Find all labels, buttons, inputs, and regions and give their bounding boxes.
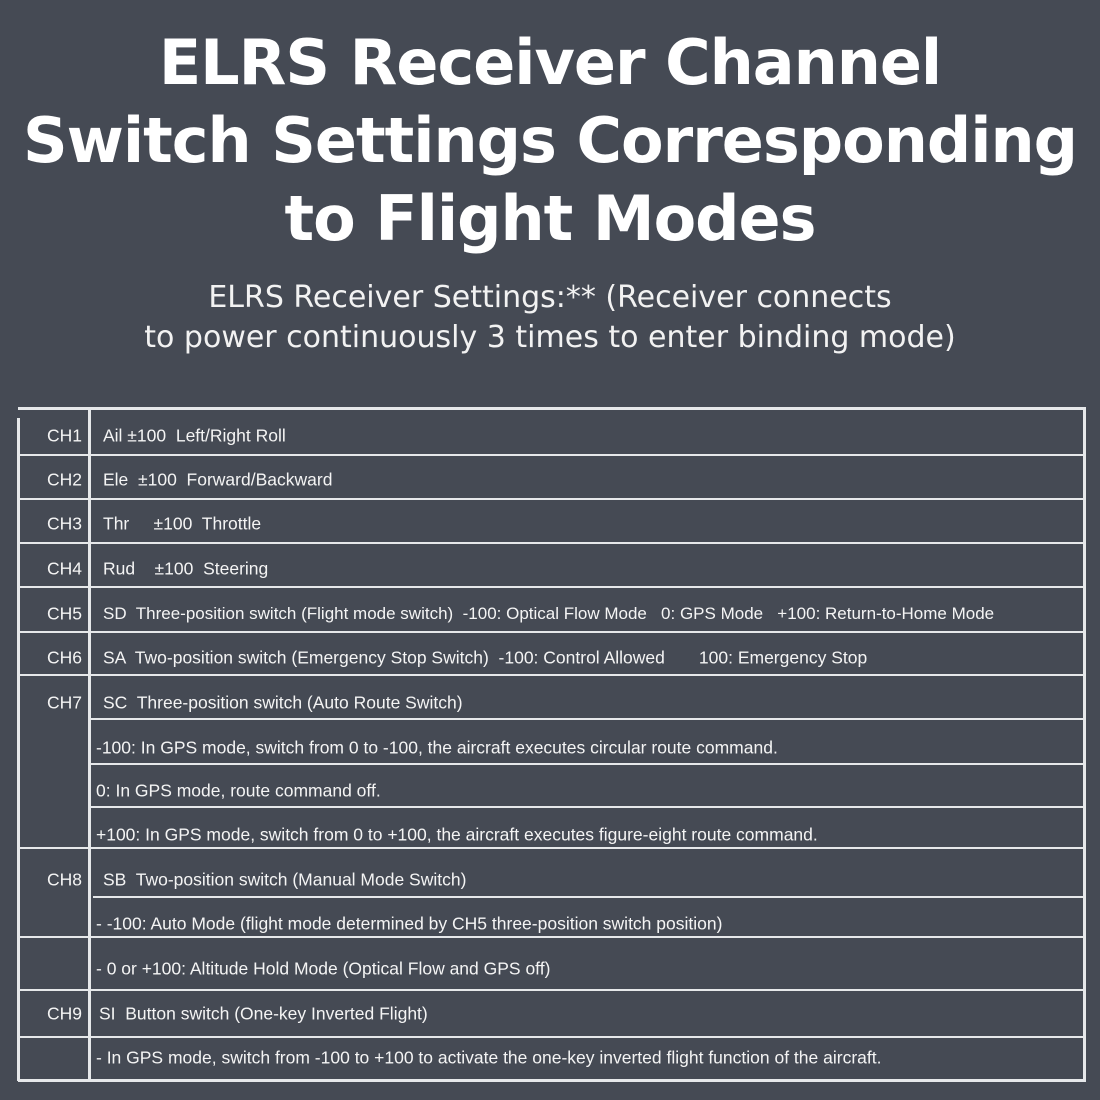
row-divider [91,718,1086,720]
row-divider [18,989,1086,991]
subtitle: ELRS Receiver Settings:** (Receiver conn… [0,278,1100,358]
row-divider [18,847,1086,849]
title-line-3: to Flight Modes [284,182,816,255]
title-line-2: Switch Settings Corresponding [22,104,1078,177]
channel-description: Rud ±100 Steering [103,558,269,579]
channel-label: CH1 [46,425,82,446]
row-divider [18,586,1086,588]
row-divider [18,1036,1086,1038]
channel-label: CH4 [46,558,82,579]
channel-label: CH8 [46,869,82,890]
channel-label: CH7 [46,692,82,713]
channel-description: SA Two-position switch (Emergency Stop S… [103,647,868,668]
channel-detail: - 0 or +100: Altitude Hold Mode (Optical… [96,958,551,979]
channel-description: SD Three-position switch (Flight mode sw… [103,604,995,623]
subtitle-line-1: ELRS Receiver Settings:** (Receiver conn… [208,280,892,315]
row-divider [18,631,1086,633]
channel-detail: - -100: Auto Mode (flight mode determine… [96,913,723,934]
table-border-top [18,407,1086,410]
page-title: ELRS Receiver Channel Switch Settings Co… [0,24,1100,258]
channel-detail: - In GPS mode, switch from -100 to +100 … [96,1047,882,1068]
channel-label: CH3 [46,513,82,534]
channel-description: Thr ±100 Throttle [103,513,262,534]
channel-description: SI Button switch (One-key Inverted Fligh… [99,1003,428,1024]
channel-description: Ele ±100 Forward/Backward [103,469,333,490]
table-border-right [1083,408,1086,1081]
row-divider [18,454,1086,456]
channel-description: Ail ±100 Left/Right Roll [103,425,286,446]
row-divider [91,763,1086,765]
table-border-bottom [18,1079,1086,1082]
channel-description: SB Two-position switch (Manual Mode Swit… [103,869,467,890]
column-divider [88,408,91,1081]
channel-label: CH5 [46,603,82,624]
channel-description: SC Three-position switch (Auto Route Swi… [103,692,463,713]
table-border-left [17,418,20,1081]
row-divider [18,936,1086,938]
row-divider [91,806,1086,808]
channel-label: CH9 [46,1003,82,1024]
row-divider [93,896,1086,898]
channel-label: CH2 [46,469,82,490]
row-divider [18,498,1086,500]
subtitle-line-2: to power continuously 3 times to enter b… [144,320,956,355]
row-divider [18,542,1086,544]
channel-detail: 0: In GPS mode, route command off. [96,780,381,801]
row-divider [18,674,1086,676]
channel-detail: +100: In GPS mode, switch from 0 to +100… [96,824,818,845]
title-line-1: ELRS Receiver Channel [158,26,942,99]
channel-label: CH6 [46,647,82,668]
channel-detail: -100: In GPS mode, switch from 0 to -100… [96,737,778,758]
